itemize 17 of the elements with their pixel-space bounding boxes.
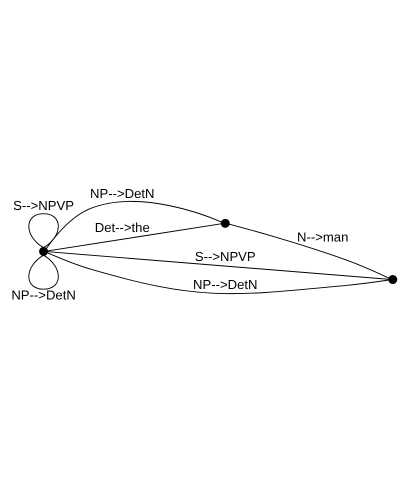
edge-label: Det-->the: [94, 219, 150, 234]
connector: [28, 212, 59, 248]
node-circle: [388, 274, 398, 284]
edge-label: NP-->DetN: [90, 186, 154, 201]
connector: [28, 254, 59, 290]
connector: [46, 200, 222, 248]
connector: [47, 252, 390, 294]
edge-label: NP-->DetN: [193, 276, 258, 292]
edge-label: N-->man: [297, 228, 348, 244]
edge-label: S-->NPVP: [13, 198, 74, 213]
node-circle: [39, 246, 48, 256]
edge-label: NP-->DetN: [11, 287, 76, 302]
connector: [47, 222, 222, 251]
edge-label: S-->NPVP: [194, 248, 256, 264]
connector: [228, 223, 390, 278]
node-circle: [220, 218, 230, 228]
connector: [47, 250, 389, 280]
